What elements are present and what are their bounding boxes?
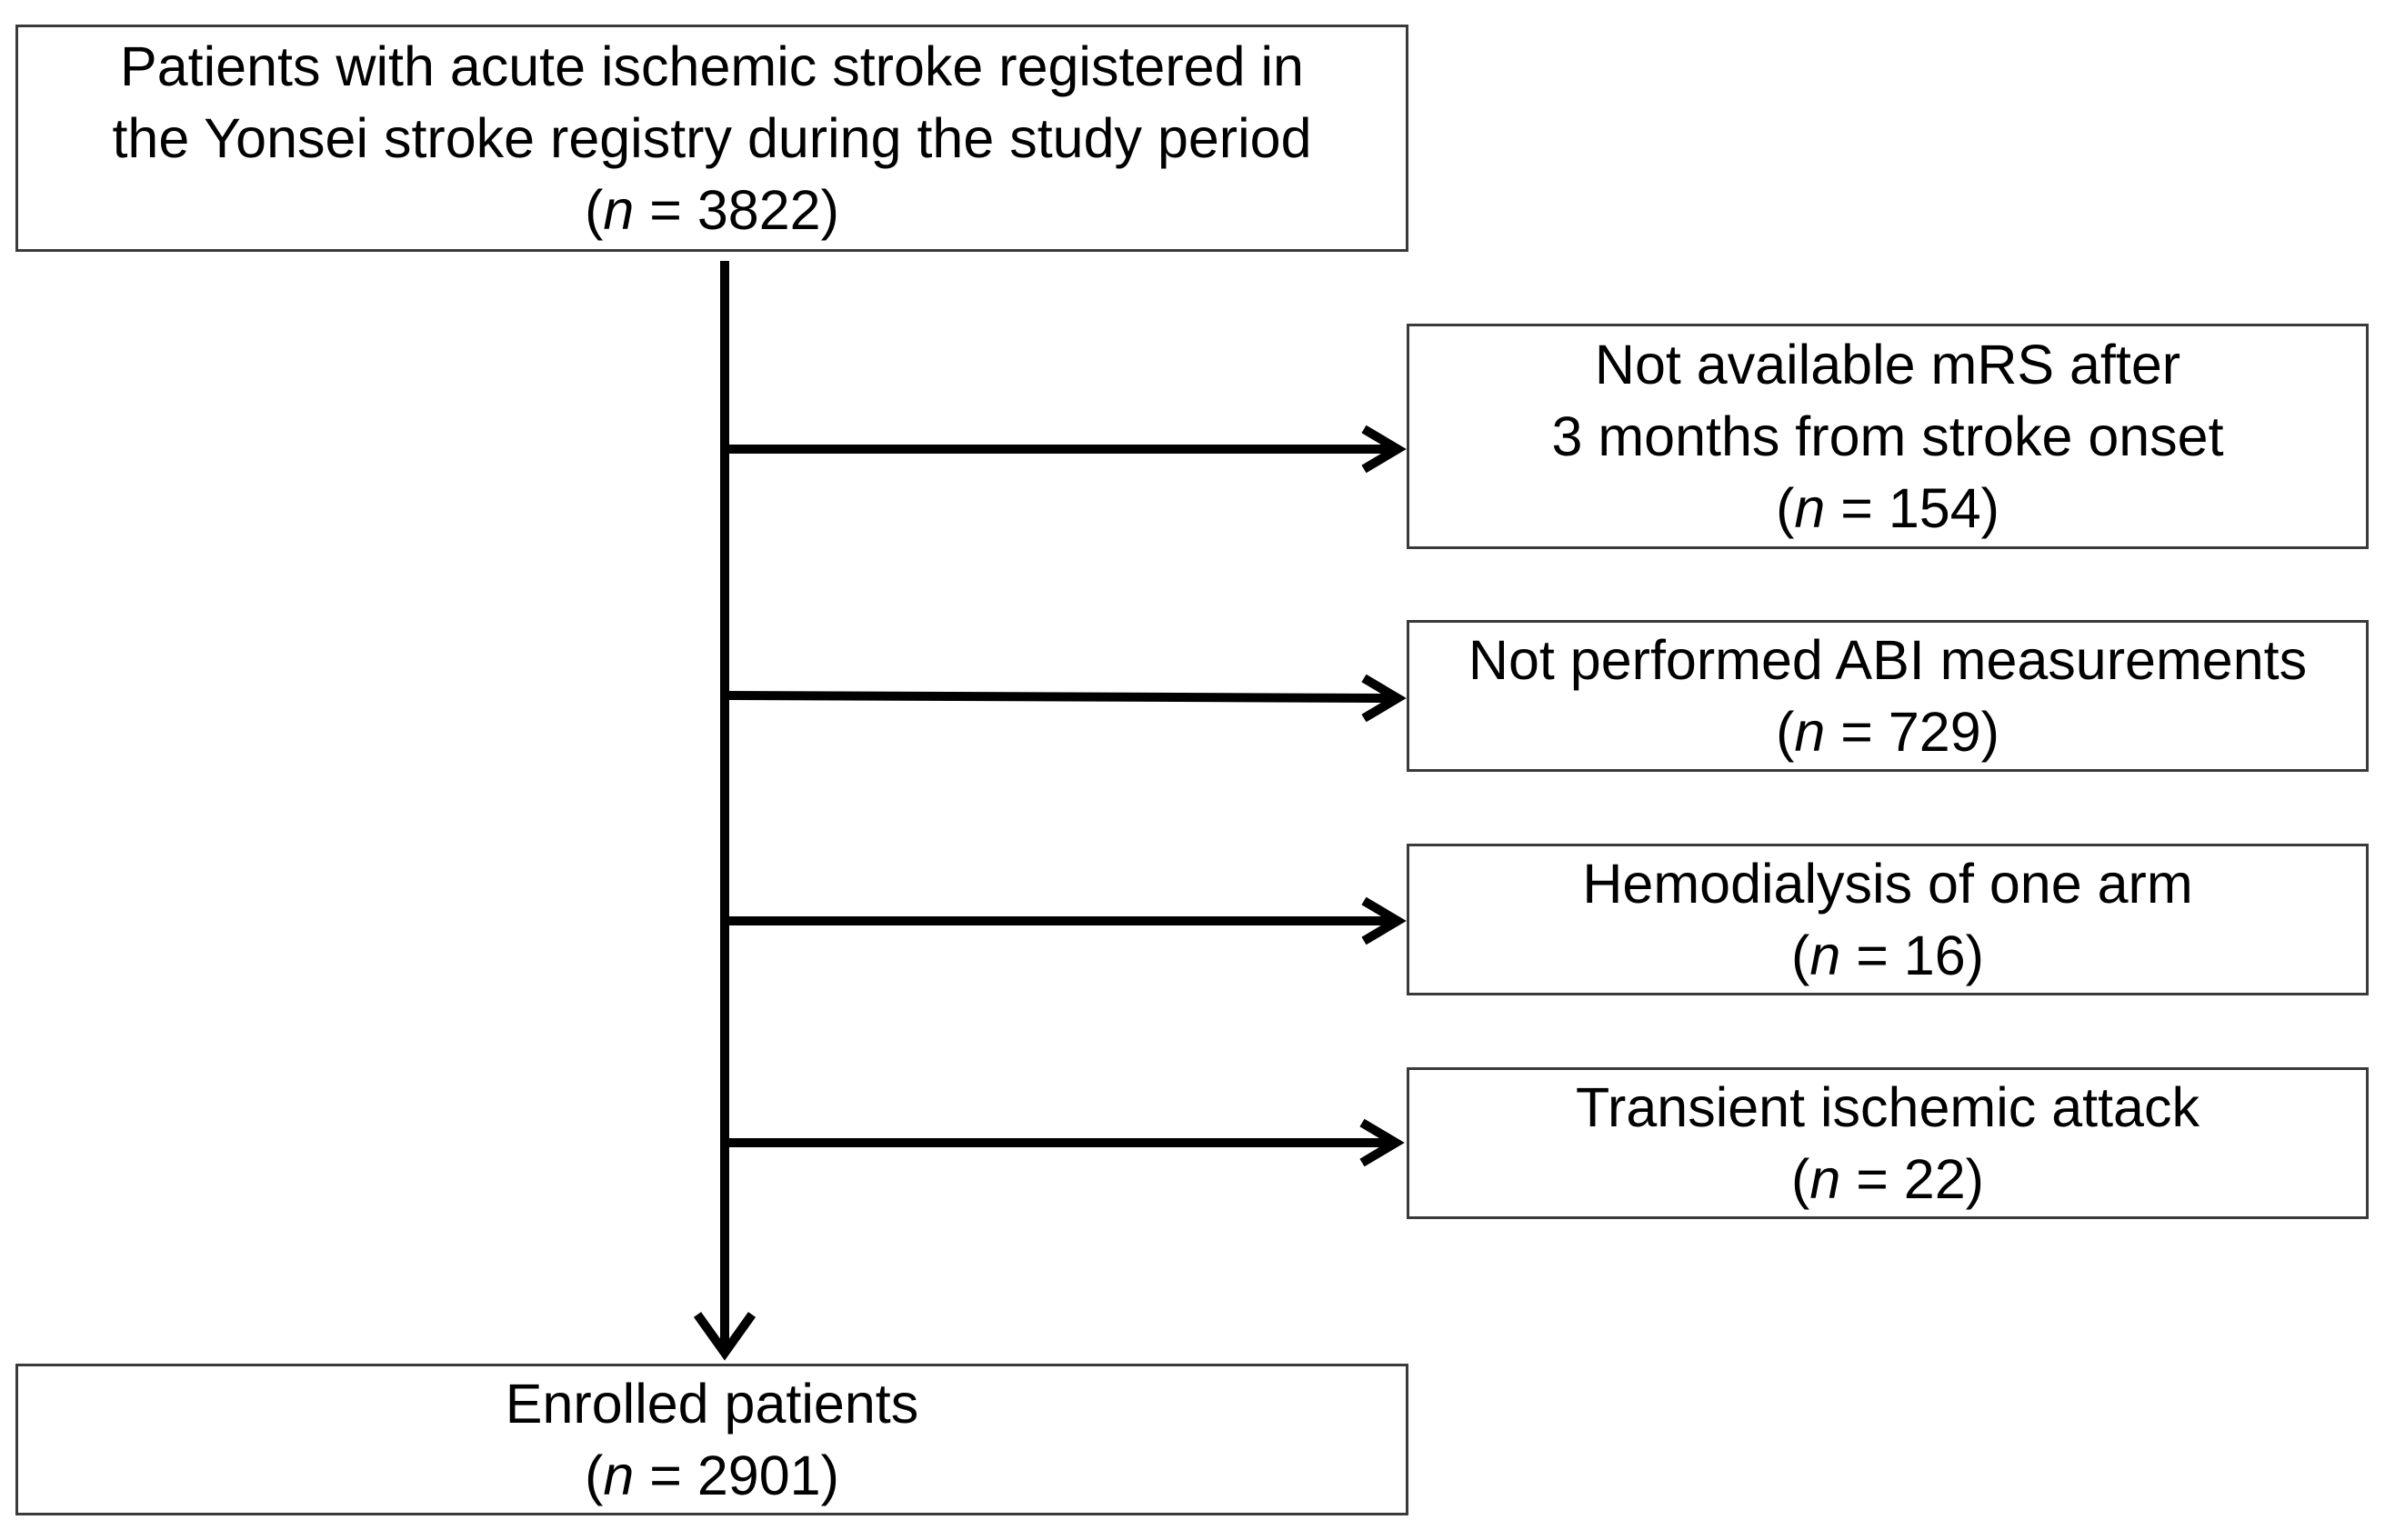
exclusion-label-line-1: Not available mRS after: [1594, 333, 2181, 395]
exclusion-box-mrs: Not available mRS after 3 months from st…: [1407, 324, 2369, 549]
exclusion-count: (n = 16): [1791, 924, 1984, 986]
exclusion-arrowhead-3: [1361, 896, 1407, 945]
exclusion-connector-2: [724, 691, 1397, 703]
exclusion-label-line-2: 3 months from stroke onset: [1551, 405, 2224, 467]
exclusion-arrowhead-1: [1361, 425, 1407, 474]
exclusion-box-tia: Transient ischemic attack (n = 22): [1407, 1067, 2369, 1219]
source-label-line-1: Patients with acute ischemic stroke regi…: [120, 35, 1304, 97]
exclusion-label-line-1: Hemodialysis of one arm: [1582, 852, 2193, 915]
enrolled-patients-box: Enrolled patients (n = 2901): [15, 1364, 1408, 1515]
enrolled-label: Enrolled patients: [505, 1372, 919, 1435]
exclusion-box-abi: Not performed ABI measurements (n = 729): [1407, 620, 2369, 772]
source-population-box: Patients with acute ischemic stroke regi…: [15, 25, 1408, 252]
main-down-arrowhead: [693, 1312, 757, 1361]
exclusion-arrowhead-4: [1359, 1118, 1405, 1167]
source-label-line-2: the Yonsei stroke registry during the st…: [112, 106, 1312, 169]
source-count: (n = 3822): [585, 178, 839, 241]
exclusion-box-hemodialysis: Hemodialysis of one arm (n = 16): [1407, 844, 2369, 995]
exclusion-count: (n = 154): [1776, 476, 1999, 539]
exclusion-count: (n = 22): [1791, 1147, 1984, 1210]
exclusion-label-line-1: Not performed ABI measurements: [1468, 628, 2308, 691]
exclusion-arrowhead-2: [1361, 674, 1407, 723]
enrolled-count: (n = 2901): [585, 1444, 839, 1506]
exclusion-label-line-1: Transient ischemic attack: [1576, 1075, 2200, 1138]
exclusion-count: (n = 729): [1776, 700, 1999, 763]
